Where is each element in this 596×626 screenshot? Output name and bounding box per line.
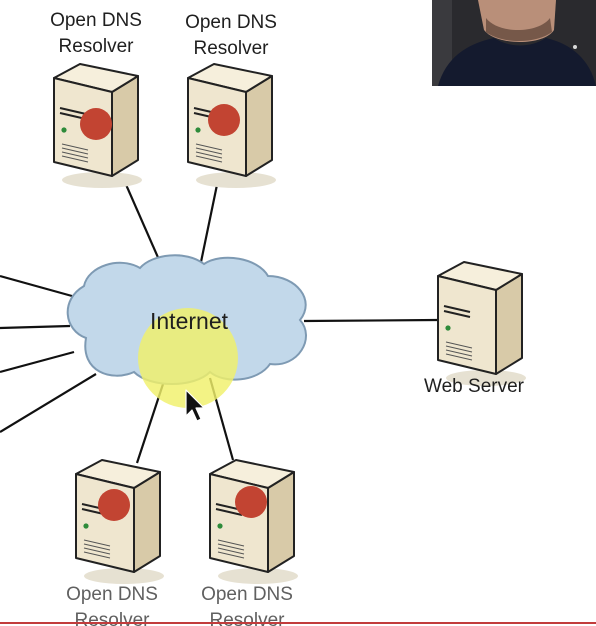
presenter-webcam bbox=[432, 0, 596, 86]
server-resolver-bottom-right bbox=[209, 459, 299, 585]
server-web bbox=[437, 261, 527, 387]
mouse-pointer-icon bbox=[185, 389, 205, 422]
server-resolver-top-right bbox=[187, 63, 277, 189]
presenter-video-icon bbox=[432, 0, 596, 86]
server-resolver-bottom-left bbox=[75, 459, 165, 585]
web-server-label: Web Server bbox=[424, 376, 524, 397]
link-offscreen-4 bbox=[0, 373, 97, 433]
resolver-label-bottom-right: Open DNS Resolver bbox=[201, 584, 293, 626]
internet-label: Internet bbox=[150, 308, 228, 334]
red-status-dot bbox=[80, 108, 112, 140]
cursor-highlight bbox=[138, 308, 238, 408]
red-status-dot bbox=[235, 486, 267, 518]
red-status-dot bbox=[208, 104, 240, 136]
slide-bottom-rule bbox=[0, 622, 596, 624]
resolver-label-bottom-left: Open DNS Resolver bbox=[66, 584, 158, 626]
server-resolver-top-left bbox=[53, 63, 143, 189]
resolver-label-top-left: Open DNS Resolver bbox=[50, 10, 142, 57]
resolver-label-top-right: Open DNS Resolver bbox=[185, 12, 277, 59]
link-offscreen-3 bbox=[0, 350, 75, 374]
link-resolver-top-left bbox=[122, 179, 162, 263]
red-status-dot bbox=[98, 489, 130, 521]
link-web-server bbox=[303, 318, 438, 323]
link-offscreen-1 bbox=[0, 274, 73, 298]
link-resolver-top-right bbox=[199, 179, 220, 263]
link-offscreen-2 bbox=[0, 324, 71, 330]
